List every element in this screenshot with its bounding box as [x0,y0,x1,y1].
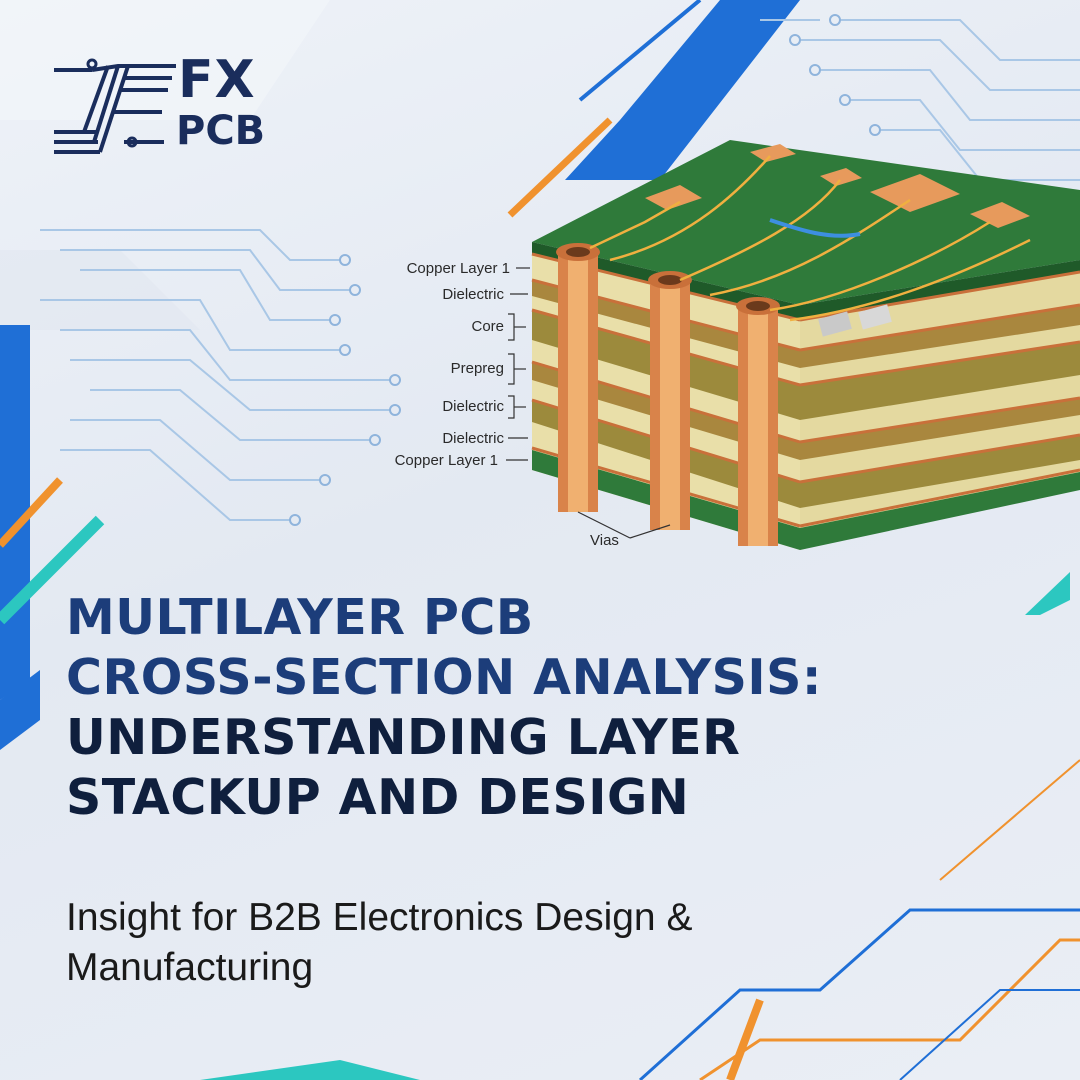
label-dielectric-top: Dielectric [442,286,504,303]
logo-trace-icon [54,58,176,154]
headline: MULTILAYER PCB CROSS-SECTION ANALYSIS: U… [66,588,1026,828]
label-prepreg: Prepreg [450,360,504,377]
fxpcb-logo: FX PCB [52,50,292,158]
label-copper-layer-top: Copper Layer 1 [406,260,510,277]
label-core: Core [471,318,504,335]
logo-text-pcb: PCB [176,108,266,154]
label-vias: Vias [590,532,619,549]
subtitle: Insight for B2B Electronics Design & Man… [66,896,693,989]
headline-line-2: CROSS-SECTION ANALYSIS: [66,649,822,706]
label-dielectric-bottom: Dielectric [442,430,504,447]
headline-line-1: MULTILAYER PCB [66,589,534,646]
label-copper-layer-bottom: Copper Layer 1 [394,452,498,469]
headline-line-4: STACKUP AND DESIGN [66,769,690,826]
pcb-cross-section-illustration [506,140,1080,550]
label-dielectric-middle: Dielectric [442,398,504,415]
headline-line-3: UNDERSTANDING LAYER [66,709,741,766]
logo-text-fx: FX [178,50,256,110]
